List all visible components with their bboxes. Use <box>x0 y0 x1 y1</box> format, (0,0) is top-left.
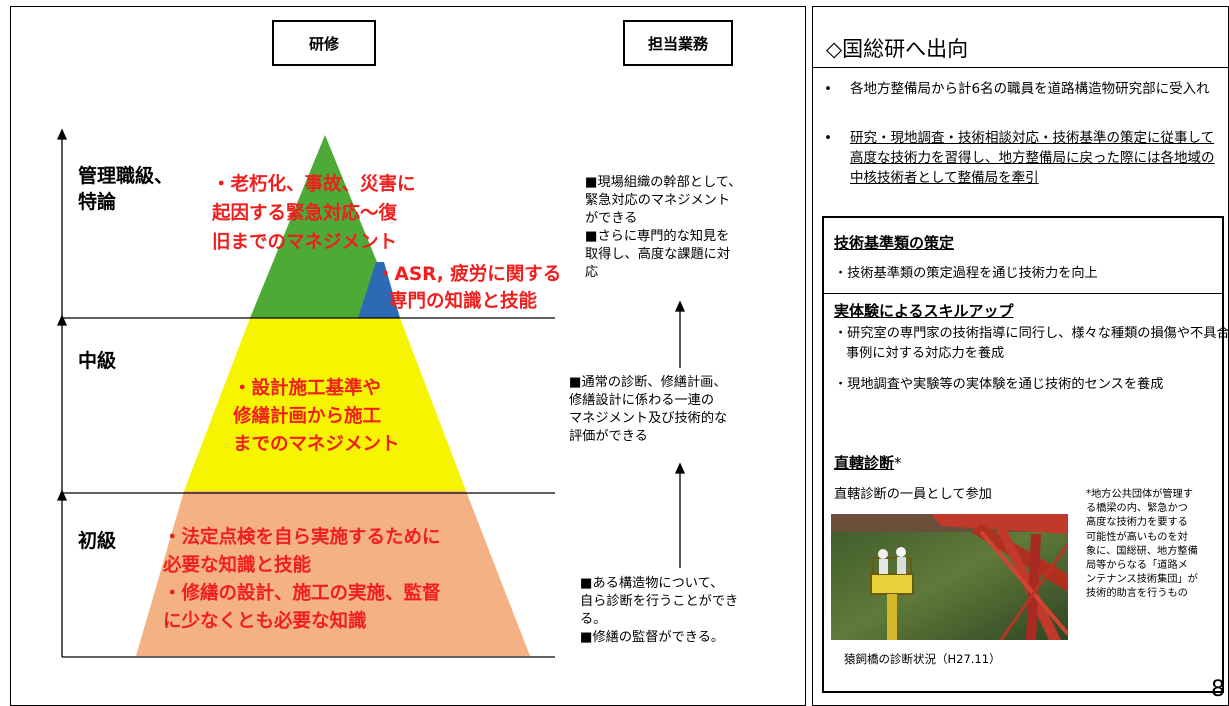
sec-direct-title-text: 直轄診断 <box>834 454 895 472</box>
sec-direct-title: 直轄診断* <box>834 452 902 473</box>
bullet-2-text-a: 研究・現地調査・技術相談対応・技術基準の策定に従事して高度な技術力を習得し、地方… <box>850 130 1215 166</box>
sec-standards-title: 技術基準類の策定 <box>834 234 955 252</box>
pyramid-top-band <box>250 135 400 318</box>
bullet-item-2: • 研究・現地調査・技術相談対応・技術基準の策定に従事して高度な技術力を習得し、… <box>824 128 1225 188</box>
bullet-1-text: 各地方整備局から計6名の職員を道路構造物研究部に受入れ <box>850 81 1210 97</box>
sec-skillup-text-2: ・現地調査や実験等の実体験を通じ技術的センスを養成 <box>834 377 1164 392</box>
level-manager-label: 管理職級、 特論 <box>78 165 174 213</box>
sec-separator <box>822 293 1224 294</box>
training-header: 研修 <box>272 20 376 66</box>
pyramid-low-text-2: 必要な知識と技能 <box>163 555 312 576</box>
level-middle-label: 中級 <box>78 350 117 372</box>
duty-middle-text: ■通常の診断、修繕計画、 修繕設計に係わる一連の マネジメント及び技術的な 評価… <box>569 375 728 444</box>
sec-skillup-title: 実体験によるスキルアップ <box>834 302 1014 320</box>
pyramid-mid-text-2: 修繕計画から施工 <box>233 406 382 427</box>
pyramid-top-sub-2: 専門の知識と技能 <box>389 291 538 312</box>
photo-caption: 猿飼橋の診断状況（H27.11） <box>844 652 1001 666</box>
sec-skillup-text-1: ・研究室の専門家の技術指導に同行し、様々な種類の損傷や不具合事例に対する対応力を… <box>834 326 1229 361</box>
bullet-item-1: • 各地方整備局から計6名の職員を道路構造物研究部に受入れ <box>824 79 1225 99</box>
right-title: ◇国総研へ出向 <box>826 37 969 61</box>
sec-standards-text: ・技術基準類の策定過程を通じ技術力を向上 <box>834 266 1098 281</box>
duty-arrow-upper <box>674 300 686 368</box>
pyramid-diagram <box>56 128 686 658</box>
sec-direct-text: 直轄診断の一員として参加 <box>834 487 992 502</box>
page-number: 8 <box>1211 677 1225 702</box>
pyramid-mid-text-3: までのマネジメント <box>233 434 400 455</box>
pyramid-top-sub-1: ・ASR, 疲労に関する <box>376 264 562 285</box>
bullet-2-text-b: 各地域の中核技術者として整備局を牽引 <box>850 150 1215 186</box>
axis-arrow-top <box>56 128 68 318</box>
footnote-text: *地方公共団体が管理する橋梁の内、緊急かつ高度な技術力を要する可能性が高いものを… <box>1086 489 1198 600</box>
pyramid-low-text-3: ・修繕の設計、施工の実施、監督 <box>163 583 441 604</box>
bullet-dot: • <box>824 130 832 146</box>
level-beginner-label: 初級 <box>78 530 117 552</box>
sec-direct-asterisk: * <box>894 454 902 472</box>
axis-arrow-middle <box>56 314 68 493</box>
pyramid-low-text-1: ・法定点検を自ら実施するために <box>163 527 441 548</box>
inner-box <box>822 216 1224 693</box>
bridge-inspection-photo <box>831 514 1068 640</box>
pyramid-blue-segment <box>358 262 400 318</box>
bullet-dot: • <box>824 81 832 97</box>
pyramid-mid-text-1: ・設計施工基準や <box>233 378 382 399</box>
pyramid-bottom-band <box>136 491 530 656</box>
duties-header: 担当業務 <box>623 20 733 66</box>
pyramid-top-text-1: ・老朽化、事故、災害に <box>212 174 416 195</box>
pyramid-top-text-2: 起因する緊急対応～復 <box>212 203 398 224</box>
bullet-2-body: 研究・現地調査・技術相談対応・技術基準の策定に従事して高度な技術力を習得し、地方… <box>850 128 1225 188</box>
pyramid-middle-band <box>184 318 466 491</box>
pyramid-low-text-4: に少なくとも必要な知識 <box>163 611 367 632</box>
duty-arrow-lower <box>674 462 686 568</box>
duty-manager-text: ■現場組織の幹部として、 緊急対応のマネジメント ができる ■さらに専門的な知見… <box>585 175 742 280</box>
title-separator <box>812 67 1229 68</box>
duty-beginner-text: ■ある構造物について、 自ら診断を行うことができ る。 ■修繕の監督ができる。 <box>580 576 739 645</box>
axis-arrow-bottom <box>56 489 68 657</box>
pyramid-top-text-3: 旧までのマネジメント <box>212 232 398 253</box>
